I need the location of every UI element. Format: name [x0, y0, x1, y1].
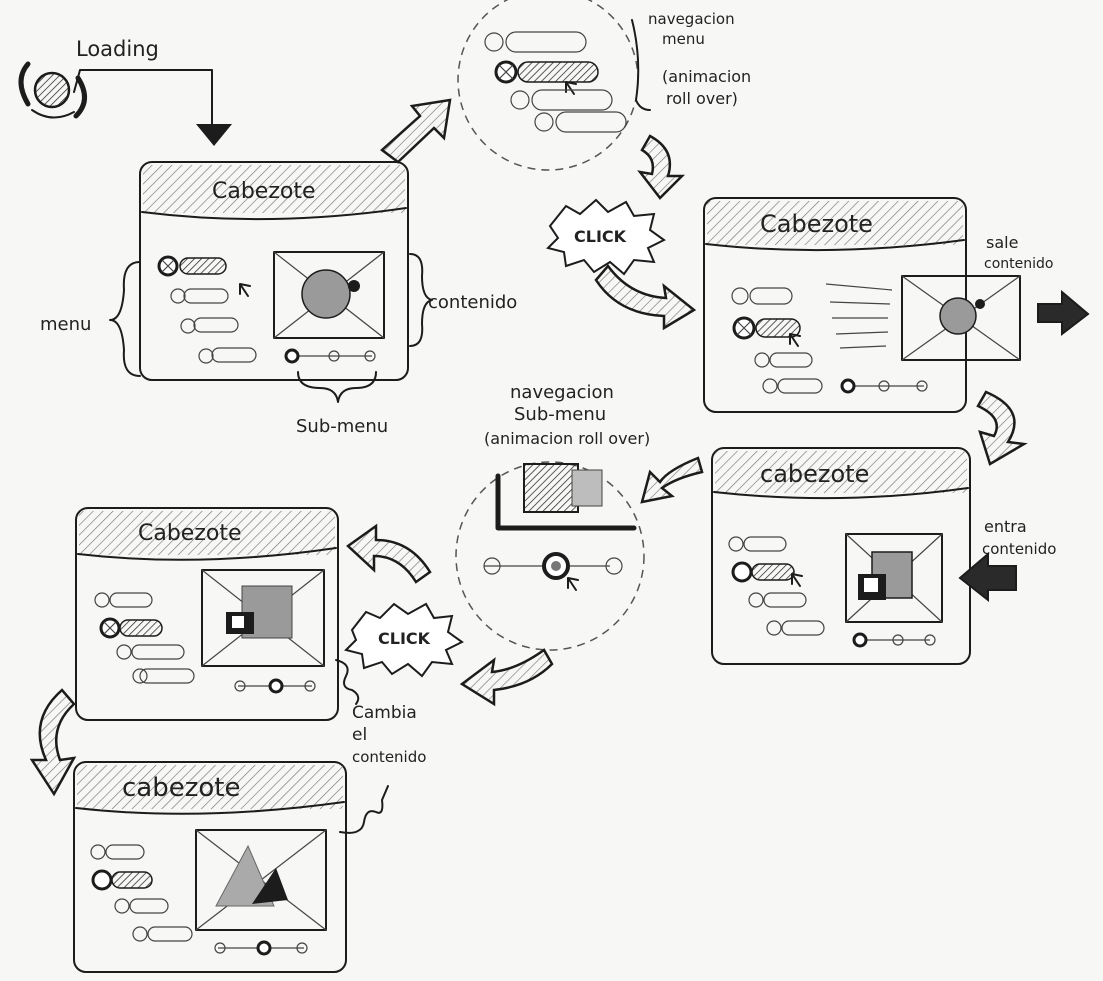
arrow-exit-right-icon: [1037, 289, 1090, 337]
wireframe-3-title: cabezote: [760, 460, 869, 488]
arrow-curve-down-icon: [637, 134, 686, 200]
loading-spinner-icon: [18, 61, 87, 119]
wireframe-5-title: cabezote: [122, 773, 240, 803]
loading-label: Loading: [76, 37, 159, 61]
frame5-pointer: [339, 785, 389, 834]
loading-arrow-head-icon: [196, 124, 232, 146]
wireframe-4: Cabezote: [75, 507, 339, 721]
sale-label-1: sale: [986, 233, 1018, 252]
arrow-curve-down-2-icon: [976, 390, 1028, 466]
cambia-label-1: Cambia: [352, 703, 417, 723]
submenu-label: Sub-menu: [296, 416, 388, 437]
nav-sub-label-2: Sub-menu: [514, 404, 606, 425]
nav-sub-label-3: (animacion roll over): [484, 429, 650, 448]
loading-arrow: [73, 69, 213, 125]
cursor-icon: [239, 283, 251, 297]
wireframe-5: cabezote: [73, 761, 347, 973]
menu-brace: [109, 261, 141, 377]
nav-sub-label-1: navegacion: [510, 382, 614, 403]
wireframe-1-menu: [157, 255, 257, 364]
wireframe-2-title: Cabezote: [760, 210, 873, 238]
click-label-2: CLICK: [378, 629, 431, 648]
cambia-label-2: el: [352, 725, 367, 745]
content-label: contenido: [428, 292, 517, 313]
click-label-1: CLICK: [574, 227, 627, 246]
arrow-down-left-icon: [459, 648, 554, 707]
nav-menu-label-2: menu: [662, 30, 705, 48]
nav-menu-bracket: [631, 19, 651, 111]
wireframe-1-content: [273, 251, 385, 339]
nav-menu-label-3: (animacion: [662, 67, 751, 86]
arrow-curve-left-icon: [346, 523, 432, 584]
sale-label-2: contenido: [984, 256, 1053, 272]
arrow-enter-left-icon: [958, 551, 1017, 603]
cambia-label-3: contenido: [352, 748, 426, 766]
nav-menu-label-4: roll over): [666, 89, 738, 108]
entra-label-2: contenido: [982, 540, 1056, 558]
arrow-down-right-icon: [594, 263, 697, 331]
click-burst-1-icon: [546, 198, 666, 276]
entra-label-1: entra: [984, 517, 1027, 536]
menu-label: menu: [40, 314, 91, 335]
submenu-brace: [297, 371, 377, 403]
click-burst-2-icon: [344, 602, 464, 678]
wireframe-1-submenu: [284, 348, 376, 364]
wireframe-3: cabezote: [711, 447, 971, 665]
arrow-up-right-icon: [380, 98, 452, 164]
arrow-curve-down-3-icon: [29, 688, 77, 797]
nav-menu-zoom: [457, 0, 639, 171]
wireframe-1: Cabezote: [139, 161, 409, 381]
wireframe-1-title: Cabezote: [212, 179, 316, 204]
arrow-left-curve-icon: [640, 456, 704, 504]
nav-submenu-zoom: [455, 461, 645, 651]
wireframe-4-title: Cabezote: [138, 521, 242, 546]
wireframe-2: Cabezote: [703, 197, 1021, 413]
content-brace: [409, 253, 433, 347]
cambia-pointer: [335, 659, 360, 705]
nav-menu-label-1: navegacion: [648, 10, 735, 28]
